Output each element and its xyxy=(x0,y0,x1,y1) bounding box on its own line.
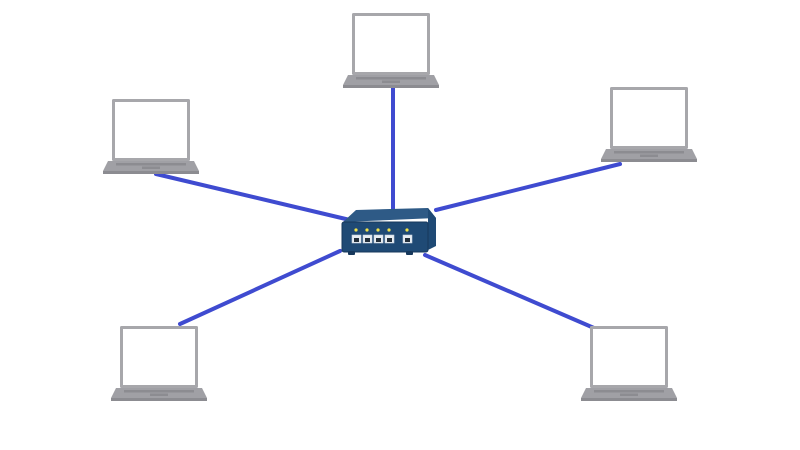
cable-to-laptop-lower-left xyxy=(178,249,342,326)
switch-port-socket xyxy=(365,238,370,242)
laptop-icon xyxy=(601,87,697,162)
switch-led xyxy=(387,228,391,232)
switch-led xyxy=(365,228,369,232)
laptop-top xyxy=(343,13,439,88)
laptop-upper-left xyxy=(103,99,199,174)
switch-port-socket xyxy=(387,238,392,242)
switch-led-group xyxy=(354,228,409,232)
cable-to-laptop-upper-left xyxy=(154,172,352,222)
switch-top-face xyxy=(343,208,436,222)
cable-group xyxy=(154,86,622,330)
laptop-icon xyxy=(103,99,199,174)
laptop-upper-right xyxy=(601,87,697,162)
switch-foot-right xyxy=(406,251,413,255)
laptop-icon xyxy=(581,326,677,401)
cable-to-laptop-upper-right xyxy=(434,162,622,212)
laptop-lower-left xyxy=(111,326,207,401)
network-switch-icon xyxy=(341,208,436,255)
laptop-icon xyxy=(343,13,439,88)
switch-side-face xyxy=(428,208,436,250)
switch-port-socket xyxy=(376,238,381,242)
switch-port-socket xyxy=(354,238,359,242)
cable-to-laptop-lower-right xyxy=(423,253,596,330)
laptop-icon xyxy=(111,326,207,401)
switch-port-group xyxy=(351,234,413,244)
switch-led xyxy=(405,228,409,232)
switch-led xyxy=(354,228,358,232)
switch-port-socket xyxy=(405,238,410,242)
switch-led xyxy=(376,228,380,232)
laptop-lower-right xyxy=(581,326,677,401)
switch-foot-left xyxy=(348,251,355,255)
